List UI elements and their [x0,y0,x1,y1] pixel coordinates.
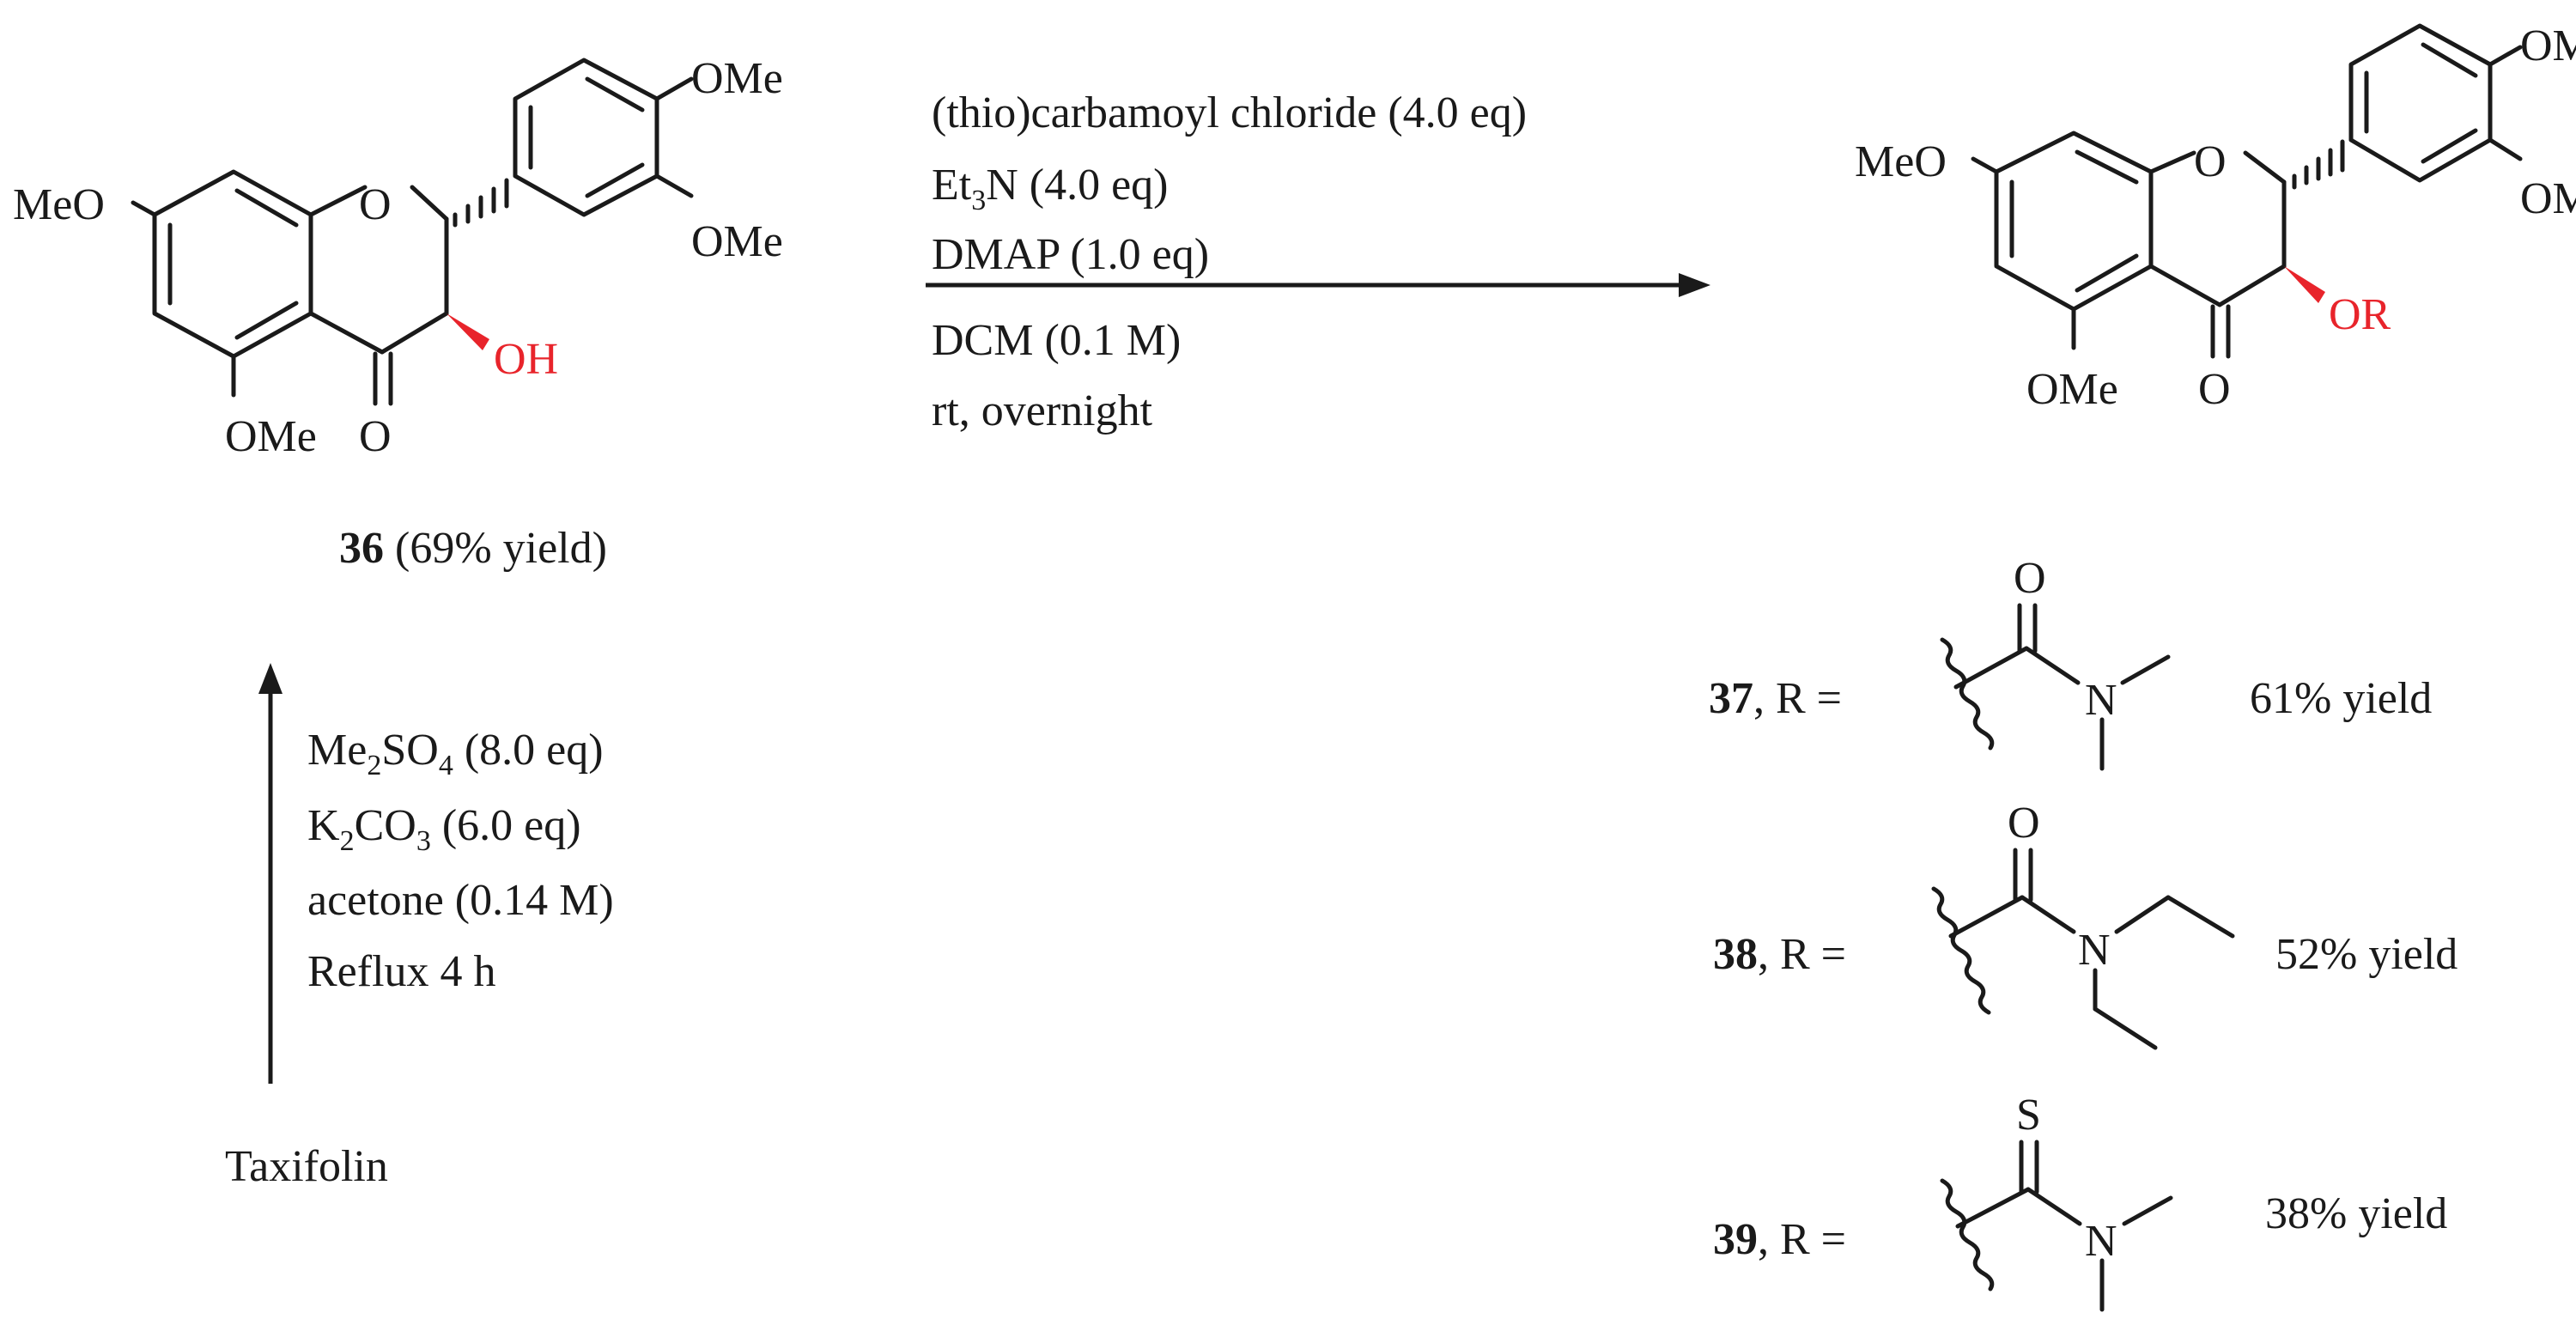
hashed-bond-product [2292,139,2345,190]
cond-up-line3: acetone (0.14 M) [307,876,614,925]
cond-right-line2: Et3N (4.0 eq) [932,161,1168,216]
atom-o-ring-36: O [359,180,392,229]
cond-up-line2: K2CO3 (6.0 eq) [307,801,581,857]
product-38-label: 38, R = [1713,930,1846,979]
r-group-38 [1931,848,2235,1050]
product-39-yield: 38% yield [2265,1189,2447,1238]
atom-ome-c5-36: OMe [225,412,317,461]
atom-ome-c5-product: OMe [2026,365,2118,414]
cond-right-line5: rt, overnight [932,386,1153,435]
arrow-up-head [258,663,283,694]
atom-o-38: O [2008,799,2040,848]
atom-n-37: N [2085,676,2117,725]
atom-or-product: OR [2329,290,2391,339]
cond-up-line1: Me2SO4 (8.0 eq) [307,726,604,781]
atom-o-37: O [2014,554,2046,603]
product-structure [1971,23,2523,359]
atom-ome-aryl1-product: OMe [2520,21,2576,70]
atom-n-39: N [2085,1217,2117,1266]
cond-up-line4: Reflux 4 h [307,947,496,996]
compound-36-label: 36 (69% yield) [339,524,607,573]
atom-o-carbonyl-36: O [359,412,392,461]
product-38-yield: 52% yield [2275,930,2458,979]
cond-right-line3: DMAP (1.0 eq) [932,230,1209,279]
wedge-bond-or [2284,266,2325,303]
atom-s-39: S [2016,1091,2041,1140]
hashed-bond-c2 [453,178,509,228]
start-material-label: Taxifolin [225,1142,388,1191]
wedge-bond-oh [447,313,489,350]
atom-oh-36: OH [494,335,558,384]
atom-ome-aryl2-36: OMe [691,217,783,266]
atom-o-ring-product: O [2194,137,2227,186]
atom-meo-36: MeO [13,180,105,229]
cond-right-line4: DCM (0.1 M) [932,316,1181,365]
atom-n-38: N [2078,926,2111,975]
r-group-37 [1940,603,2171,771]
compound-36-structure [131,58,694,406]
product-37-label: 37, R = [1709,674,1842,723]
atom-o-carbonyl-product: O [2198,365,2231,414]
product-37-yield: 61% yield [2250,674,2432,723]
arrow-right-head [1679,273,1710,297]
atom-ome-aryl2-product: OMe [2520,174,2576,223]
product-39-label: 39, R = [1713,1215,1846,1264]
atom-meo-product: MeO [1855,137,1947,186]
cond-right-line1: (thio)carbamoyl chloride (4.0 eq) [932,88,1527,137]
r-group-39 [1940,1140,2173,1312]
atom-ome-aryl1-36: OMe [691,54,783,103]
